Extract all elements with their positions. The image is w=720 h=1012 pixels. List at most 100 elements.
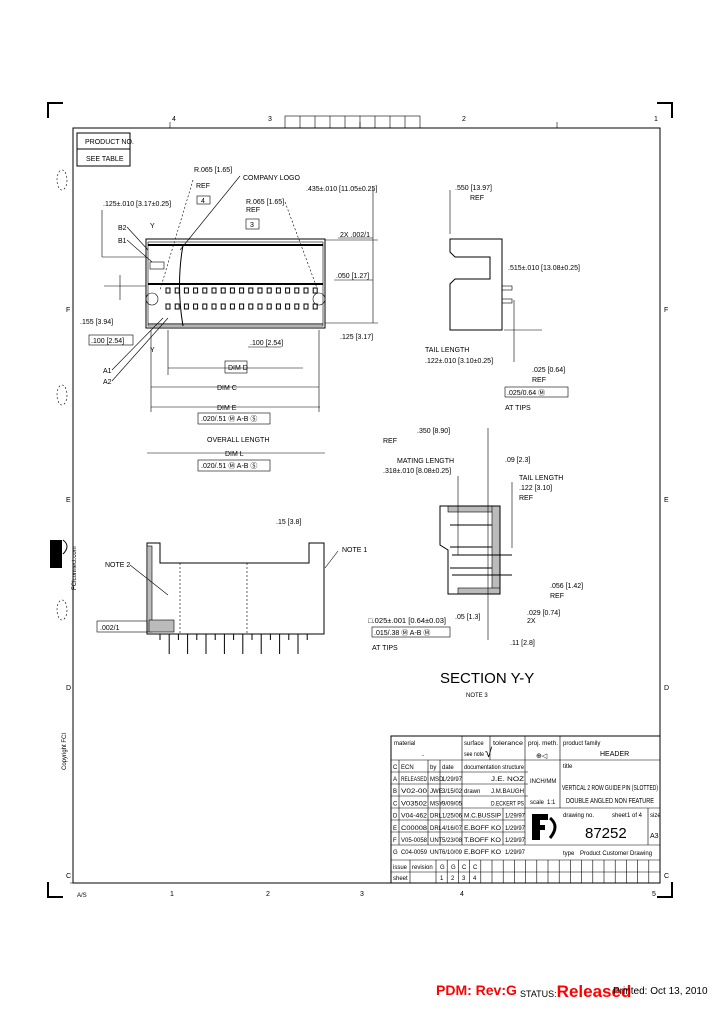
svg-text:4: 4 xyxy=(172,116,176,123)
svg-text:SECTION Y-Y: SECTION Y-Y xyxy=(440,670,534,687)
pin xyxy=(266,303,272,310)
svg-text:2X .002/1: 2X .002/1 xyxy=(340,232,370,239)
svg-text:□.025±.001 [0.64±0.03]: □.025±.001 [0.64±0.03] xyxy=(368,618,446,625)
revision-value: G xyxy=(451,865,456,871)
revision-cell: 1/25/06 xyxy=(442,814,463,820)
revision-cell: 9/09/05 xyxy=(442,801,463,807)
svg-text:A1: A1 xyxy=(103,368,112,375)
revision-cell: V04-462 xyxy=(401,814,428,820)
svg-text:.125 [3.17]: .125 [3.17] xyxy=(340,334,373,341)
revision-value: C xyxy=(473,865,478,871)
svg-text:.435±.010 [11.05±0.25]: .435±.010 [11.05±0.25] xyxy=(306,186,377,193)
svg-text:MATING LENGTH: MATING LENGTH xyxy=(397,458,454,465)
svg-text:.002/1: .002/1 xyxy=(100,625,120,632)
svg-text:DIM D: DIM D xyxy=(228,365,248,372)
revision-cell: DRL xyxy=(430,814,443,820)
revision-cell: B xyxy=(393,789,397,795)
approver-name: E.BOFF KO xyxy=(464,826,501,832)
sheet-number: 2 xyxy=(451,876,455,882)
pin xyxy=(165,303,171,310)
svg-text:AT TIPS: AT TIPS xyxy=(372,645,398,652)
pin xyxy=(220,287,226,294)
svg-text:issue: issue xyxy=(393,865,408,871)
revision-cell: 3/15/02 xyxy=(442,789,463,795)
svg-text:product family: product family xyxy=(563,741,600,747)
pin xyxy=(229,287,235,294)
svg-text:C: C xyxy=(393,765,398,771)
revision-cell: F xyxy=(393,838,397,844)
svg-text:DIM C: DIM C xyxy=(217,385,237,392)
revision-cell: JWE xyxy=(430,789,443,795)
svg-text:F: F xyxy=(664,307,668,314)
revision-cell: 1/29/97 xyxy=(442,777,463,783)
pin xyxy=(294,303,300,310)
svg-text:PRODUCT NO.: PRODUCT NO. xyxy=(85,139,134,146)
status: STATUS:Released xyxy=(520,982,632,1001)
svg-text:1: 1 xyxy=(170,891,174,898)
side-view: .550 [13.97] REF .515±.010 [13.08±0.25] … xyxy=(425,185,580,412)
printed-date: Printed: Oct 13, 2010 xyxy=(613,986,708,997)
revision-cell: RELEASED xyxy=(401,777,428,783)
svg-text:.155 [3.94]: .155 [3.94] xyxy=(80,319,113,326)
svg-text:size: size xyxy=(650,813,661,819)
top-view: COMPANY LOGO R.065 [1.65] REF 4 R.065 [1… xyxy=(80,167,378,472)
approver-name: J.M.BAUGH xyxy=(491,789,524,795)
svg-text:D: D xyxy=(66,685,71,692)
revision-cell: D xyxy=(393,814,398,820)
svg-text:1: 1 xyxy=(654,116,658,123)
pin xyxy=(193,303,199,310)
sheet-corners xyxy=(47,102,673,898)
svg-text:SEE TABLE: SEE TABLE xyxy=(86,156,124,163)
svg-text:drawn: drawn xyxy=(464,789,480,795)
svg-text:Product Customer Drawing: Product Customer Drawing xyxy=(580,851,652,857)
svg-text:REF: REF xyxy=(246,207,260,214)
pin xyxy=(275,287,281,294)
pin xyxy=(239,303,245,310)
surface-check-symbol: √ xyxy=(485,745,493,760)
svg-text:REF: REF xyxy=(470,195,484,202)
svg-text:TAIL LENGTH: TAIL LENGTH xyxy=(519,475,563,482)
punch-holes xyxy=(56,169,68,621)
revision-cell: UNT xyxy=(430,838,443,844)
svg-text:3: 3 xyxy=(360,891,364,898)
approval-date: 1/29/97 xyxy=(505,850,526,856)
svg-text:R.065 [1.65]: R.065 [1.65] xyxy=(246,199,284,206)
revision-cell: C04-0059 xyxy=(401,850,428,856)
svg-text:.100 [2.54]: .100 [2.54] xyxy=(91,338,124,345)
svg-text:E: E xyxy=(66,497,71,504)
svg-text:INCH/MM: INCH/MM xyxy=(530,779,556,785)
approval-date: 1/29/97 xyxy=(505,814,526,820)
svg-text:.350 [8.90]: .350 [8.90] xyxy=(417,428,450,435)
revision-cell: DRL xyxy=(430,826,443,832)
pin xyxy=(211,287,217,294)
svg-text:C: C xyxy=(664,873,669,880)
section-y-y: .350 [8.90] REF .09 [2.3] MATING LENGTH … xyxy=(368,428,583,699)
sheet-number: 4 xyxy=(473,876,477,882)
svg-text:E: E xyxy=(664,497,669,504)
svg-text:DIM L: DIM L xyxy=(225,451,244,458)
front-view: .15 [3.8] NOTE 1 NOTE 2 .002/1 xyxy=(96,519,367,654)
pin xyxy=(202,287,208,294)
svg-text:revision: revision xyxy=(412,865,433,871)
svg-text:1 of 4: 1 of 4 xyxy=(627,813,643,819)
svg-text:.11 [2.8]: .11 [2.8] xyxy=(510,640,535,647)
pin xyxy=(239,287,245,294)
corner-text: A/S xyxy=(77,893,87,899)
revision-cell: C00008 xyxy=(401,826,428,832)
svg-text:-: - xyxy=(422,753,424,759)
pin xyxy=(294,287,300,294)
approver-name: J.E. NOZ xyxy=(491,777,524,783)
pin xyxy=(275,303,281,310)
revision-cell: UNT xyxy=(430,850,443,856)
svg-text:F: F xyxy=(66,307,70,314)
svg-text:NOTE 2: NOTE 2 xyxy=(105,562,130,569)
revision-cell: V03502 xyxy=(401,801,428,807)
pin xyxy=(211,303,217,310)
revision-cell: G xyxy=(393,850,398,856)
zone-marks: 4 3 2 1 1 2 3 4 5 F F E E D D C C xyxy=(66,115,669,898)
svg-text:TAIL LENGTH: TAIL LENGTH xyxy=(425,347,469,354)
sheet-number: 1 xyxy=(440,876,444,882)
svg-text:sheet: sheet xyxy=(612,813,627,819)
pin xyxy=(183,287,189,294)
